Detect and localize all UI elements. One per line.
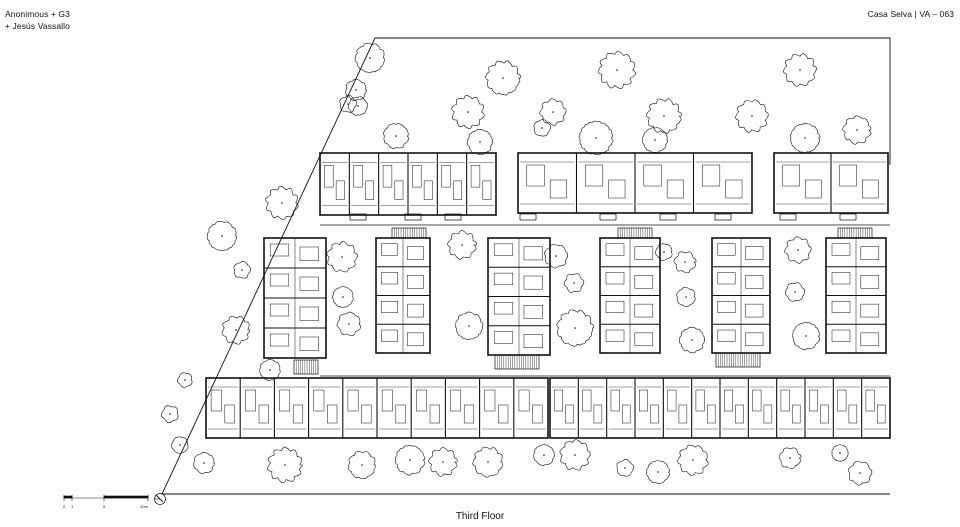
stair-2 — [494, 354, 540, 370]
stair-3 — [293, 359, 319, 375]
tree — [778, 447, 802, 469]
tree — [544, 244, 569, 269]
tree — [831, 444, 849, 462]
stair-1 — [391, 227, 427, 239]
tree — [848, 461, 873, 486]
tree — [345, 78, 368, 102]
tree — [533, 444, 555, 466]
tree — [677, 444, 709, 476]
block-col-4 — [599, 237, 661, 354]
tree — [451, 94, 485, 130]
block-col-2 — [375, 237, 431, 354]
scale-label-10m: 10m — [140, 504, 148, 509]
tree — [339, 94, 358, 113]
trees-layer — [160, 43, 873, 486]
tree — [348, 96, 368, 116]
tree — [354, 43, 385, 74]
tree — [485, 60, 522, 96]
tree — [265, 185, 299, 220]
building-blocks-layer — [205, 152, 891, 439]
tree — [332, 286, 354, 308]
tree — [428, 447, 458, 477]
tree — [842, 115, 872, 145]
tree — [539, 98, 567, 126]
tree — [597, 50, 637, 89]
block-col-1 — [263, 237, 327, 359]
tree — [206, 221, 237, 252]
tree — [784, 236, 812, 264]
tree — [645, 98, 683, 134]
tree — [678, 327, 706, 354]
tree — [559, 439, 591, 471]
tree — [533, 119, 551, 137]
tree — [642, 127, 668, 153]
tree — [336, 311, 361, 336]
tree — [160, 405, 179, 424]
block-bottom-1 — [205, 377, 549, 439]
tree — [563, 273, 585, 293]
credit-line-2: + Jesús Vassallo — [5, 21, 70, 31]
tree — [616, 459, 634, 477]
stair-6 — [837, 227, 873, 239]
stair-5 — [715, 352, 761, 368]
tree — [267, 446, 303, 484]
tree — [676, 287, 696, 307]
tree — [655, 243, 673, 261]
tree — [447, 230, 477, 260]
block-col-3 — [487, 237, 551, 356]
block-top-1 — [319, 152, 497, 216]
stair-4 — [617, 227, 653, 239]
tree — [466, 129, 494, 156]
tree — [326, 241, 358, 273]
tree — [233, 261, 252, 279]
tree — [193, 451, 216, 475]
tree — [791, 322, 821, 351]
tree — [177, 372, 193, 388]
scale-bar — [63, 495, 149, 501]
block-top-2 — [517, 152, 753, 214]
block-col-6 — [825, 237, 887, 354]
tree — [785, 282, 806, 302]
scale-label-0: 0 — [63, 504, 66, 509]
scale-label-5: 5 — [103, 504, 106, 509]
tree — [394, 445, 426, 476]
credit-line-1: Anonimous + G3 — [5, 9, 70, 19]
block-col-5 — [711, 237, 771, 354]
tree — [221, 315, 251, 345]
project-code: Casa Selva | VA – 063 — [867, 9, 954, 19]
tree — [646, 460, 670, 484]
tree — [472, 446, 504, 478]
tree — [673, 251, 697, 274]
block-top-3 — [773, 152, 889, 214]
tree — [790, 122, 821, 154]
block-bottom-2 — [549, 377, 891, 439]
tree — [383, 123, 410, 149]
tree — [171, 436, 189, 454]
tree — [783, 53, 818, 87]
tree — [556, 309, 595, 347]
tree — [454, 311, 484, 341]
walkways — [320, 213, 890, 377]
site-boundary — [161, 37, 891, 495]
tree — [348, 451, 376, 479]
tree — [735, 99, 769, 133]
drawing-caption: Third Floor — [455, 511, 505, 522]
north-arrow-icon — [154, 493, 166, 505]
tree — [578, 120, 614, 156]
scale-label-1: 1 — [71, 504, 74, 509]
